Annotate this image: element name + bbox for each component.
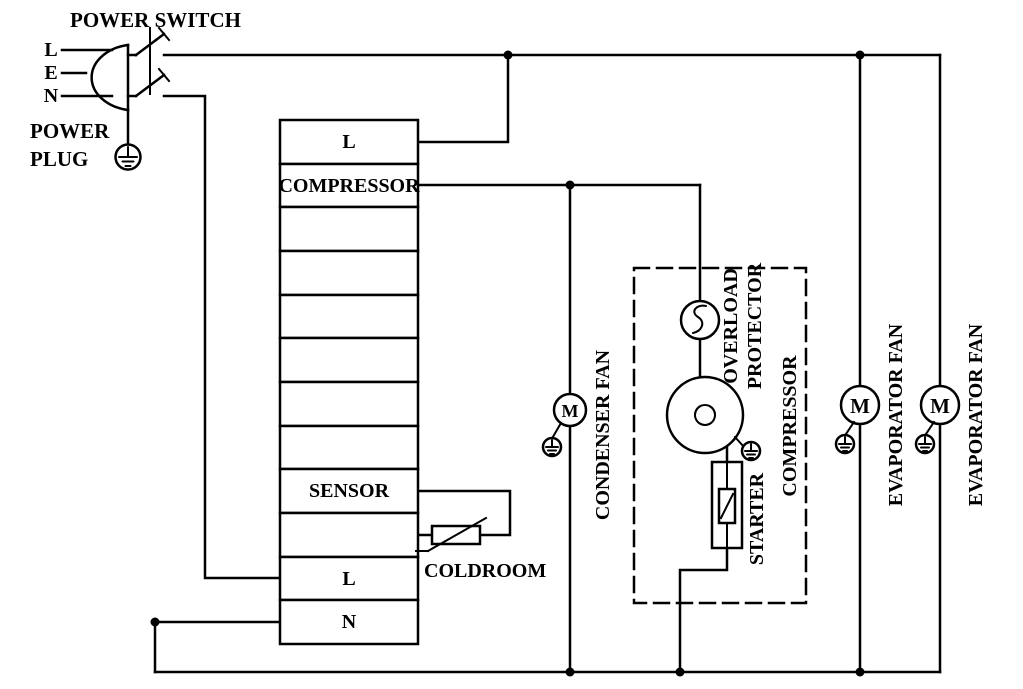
motor-letter: M [850, 394, 870, 418]
wire-l-terminal-drop [416, 53, 510, 144]
starter-label: STARTER [746, 472, 768, 565]
power-switch-symbol [134, 26, 171, 98]
junction-dots [150, 50, 865, 677]
starter-symbol [710, 460, 744, 550]
junction-dot [855, 667, 865, 677]
coldroom-thermistor-symbol [415, 516, 488, 553]
terminal-row-label-l-bottom: L [342, 568, 355, 590]
junction-dot [503, 50, 513, 60]
motor-circle [919, 384, 961, 426]
earth-symbol [834, 433, 856, 455]
junction-dot [855, 50, 865, 60]
power-switch-label: POWER SWITCH [70, 8, 241, 32]
plug-body-arc [90, 43, 130, 112]
terminal-row [278, 293, 420, 340]
earth-lead [550, 421, 563, 440]
evaporator-fan-label-1: EVAPORATOR FAN [885, 323, 907, 506]
winding-petal-3 [694, 405, 711, 426]
terminal-row [278, 249, 420, 297]
terminal-row [278, 555, 420, 602]
terminal-row [278, 118, 420, 166]
terminal-row-label-sensor: SENSOR [309, 480, 390, 502]
plug-pin-n-label: N [44, 85, 59, 107]
overload-protector-label-line2: PROTECTOR [744, 262, 766, 389]
compressor-motor-symbol [665, 375, 762, 462]
junction-dot [565, 667, 575, 677]
plug-pin-l-label: L [44, 39, 57, 61]
motor-circle [665, 375, 745, 455]
overload-bimetal-curve [692, 304, 707, 334]
power-plug-symbol: L E N [44, 39, 142, 171]
starter-inner-diagonal [719, 492, 735, 520]
coldroom-label: COLDROOM [424, 560, 546, 582]
terminal-row-label-l-top: L [342, 131, 355, 153]
switch-blade-l [134, 32, 166, 57]
plug-pin-e-label: E [44, 62, 57, 84]
compressor-unit [632, 266, 808, 605]
wire-live-left-feed [162, 94, 282, 580]
overload-protector-label-line1: OVERLOAD [720, 268, 742, 384]
motor-letter: M [562, 401, 579, 421]
junction-dot [565, 180, 575, 190]
terminal-row-label-n: N [342, 611, 357, 633]
earth-lead [923, 420, 936, 437]
terminal-row [278, 511, 420, 559]
junction-dot [150, 617, 160, 627]
earth-symbol [541, 436, 563, 458]
wire-neutral-riser [153, 620, 282, 674]
terminal-row-label-compressor: COMPRESSOR [278, 175, 420, 197]
condenser-fan-motor: M [541, 392, 588, 458]
wire-sensor-loop [416, 489, 512, 537]
switch-contact-tick-l [157, 26, 171, 42]
motor-circle [552, 392, 588, 428]
labels: POWER SWITCH POWER PLUG COLDROOM CONDENS… [30, 8, 987, 582]
evaporator-fan-motor-1: M [834, 384, 881, 455]
power-plug-label-line1: POWER [30, 119, 110, 143]
compressor-label: COMPRESSOR [779, 355, 801, 497]
thermistor-diagonal [426, 516, 488, 553]
earth-symbol [740, 440, 762, 462]
overload-protector-symbol [679, 299, 721, 341]
wiring [153, 53, 942, 674]
terminal-row [278, 598, 420, 646]
motor-letter: M [930, 394, 950, 418]
evaporator-fan-motor-2: M [914, 384, 961, 455]
overload-circle [679, 299, 721, 341]
power-plug-label-line2: PLUG [30, 147, 88, 171]
switch-blade-n [134, 73, 166, 98]
evaporator-fan-label-2: EVAPORATOR FAN [965, 323, 987, 506]
wire-starter-return [678, 546, 729, 674]
plug-earth-symbol [114, 143, 142, 171]
switch-contact-tick-n [157, 67, 171, 83]
condenser-fan-label: CONDENSER FAN [592, 349, 614, 520]
earth-symbol [914, 433, 936, 455]
terminal-block: L COMPRESSOR SENSOR L N [278, 118, 420, 646]
terminal-row [278, 467, 420, 515]
terminal-row [278, 380, 420, 428]
earth-lead [843, 420, 856, 437]
junction-dot [675, 667, 685, 677]
terminal-row [278, 336, 420, 384]
terminal-row [278, 205, 420, 253]
terminal-row [278, 424, 420, 471]
motor-circle [839, 384, 881, 426]
